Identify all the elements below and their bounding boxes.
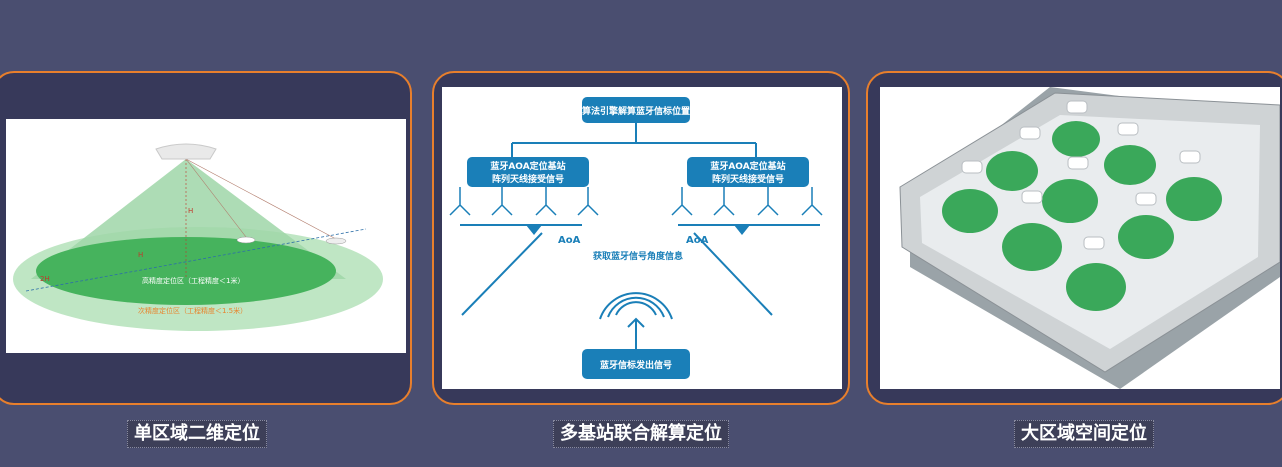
card-large-area[interactable] bbox=[866, 71, 1282, 405]
card-multi-station[interactable]: 算法引擎解算蓝牙信标位置 蓝牙AOA定位基站 阵列天线接受信号 蓝牙AOA定位基… bbox=[432, 71, 850, 405]
base-station-icon bbox=[155, 143, 217, 160]
tag-device-2 bbox=[325, 237, 347, 245]
coverage-circles bbox=[942, 121, 1222, 311]
label-h-horizontal: H bbox=[138, 251, 143, 259]
angle-info-label: 获取蓝牙信号角度信息 bbox=[593, 250, 683, 262]
card-single-area[interactable]: H H 2H 高精度定位区（工程精度＜1米） 次精度定位区（工程精度＜1.5米） bbox=[0, 71, 412, 405]
engine-box bbox=[582, 97, 690, 123]
caption-single-area: 单区域二维定位 bbox=[127, 420, 267, 448]
aoa-right-marker bbox=[734, 225, 750, 235]
label-2h: 2H bbox=[40, 275, 50, 283]
room-coverage-illustration bbox=[899, 87, 1280, 389]
single-area-diagram: H H 2H 高精度定位区（工程精度＜1米） 次精度定位区（工程精度＜1.5米） bbox=[6, 119, 406, 353]
station-right-box bbox=[687, 157, 809, 187]
signal-waves-icon bbox=[599, 292, 673, 335]
radius-line bbox=[25, 228, 367, 292]
aoa-left-marker bbox=[526, 225, 542, 235]
connector-lines bbox=[460, 123, 820, 349]
caption-large-area: 大区域空间定位 bbox=[1014, 420, 1154, 448]
multi-station-diagram: 算法引擎解算蓝牙信标位置 蓝牙AOA定位基站 阵列天线接受信号 蓝牙AOA定位基… bbox=[442, 87, 842, 389]
antenna-array-right bbox=[671, 187, 823, 216]
station-left-line2: 阵列天线接受信号 bbox=[492, 173, 564, 185]
large-area-diagram bbox=[880, 87, 1280, 389]
station-right-line2: 阵列天线接受信号 bbox=[712, 173, 784, 185]
cone-coverage-illustration: H H 2H 高精度定位区（工程精度＜1米） 次精度定位区（工程精度＜1.5米） bbox=[13, 143, 383, 331]
beacon-label: 蓝牙信标发出信号 bbox=[600, 359, 672, 371]
station-left-box bbox=[467, 157, 589, 187]
label-h-vertical: H bbox=[188, 207, 193, 215]
antenna-array-left bbox=[449, 187, 599, 216]
low-precision-label: 次精度定位区（工程精度＜1.5米） bbox=[138, 306, 247, 315]
tag-device bbox=[236, 236, 256, 244]
aoa-right-label: AoA bbox=[686, 235, 709, 246]
station-right-line1: 蓝牙AOA定位基站 bbox=[710, 160, 785, 172]
station-left-line1: 蓝牙AOA定位基站 bbox=[490, 160, 565, 172]
beacon-box bbox=[582, 349, 690, 379]
aoa-flow-diagram: 算法引擎解算蓝牙信标位置 蓝牙AOA定位基站 阵列天线接受信号 蓝牙AOA定位基… bbox=[449, 97, 823, 379]
high-precision-label: 高精度定位区（工程精度＜1米） bbox=[142, 276, 244, 285]
engine-label: 算法引擎解算蓝牙信标位置 bbox=[582, 105, 690, 117]
aoa-left-label: AoA bbox=[558, 235, 581, 246]
signal-line-1 bbox=[185, 158, 337, 240]
anchor-devices bbox=[961, 100, 1201, 250]
caption-multi-station: 多基站联合解算定位 bbox=[553, 420, 729, 448]
signal-line-2 bbox=[185, 158, 247, 238]
